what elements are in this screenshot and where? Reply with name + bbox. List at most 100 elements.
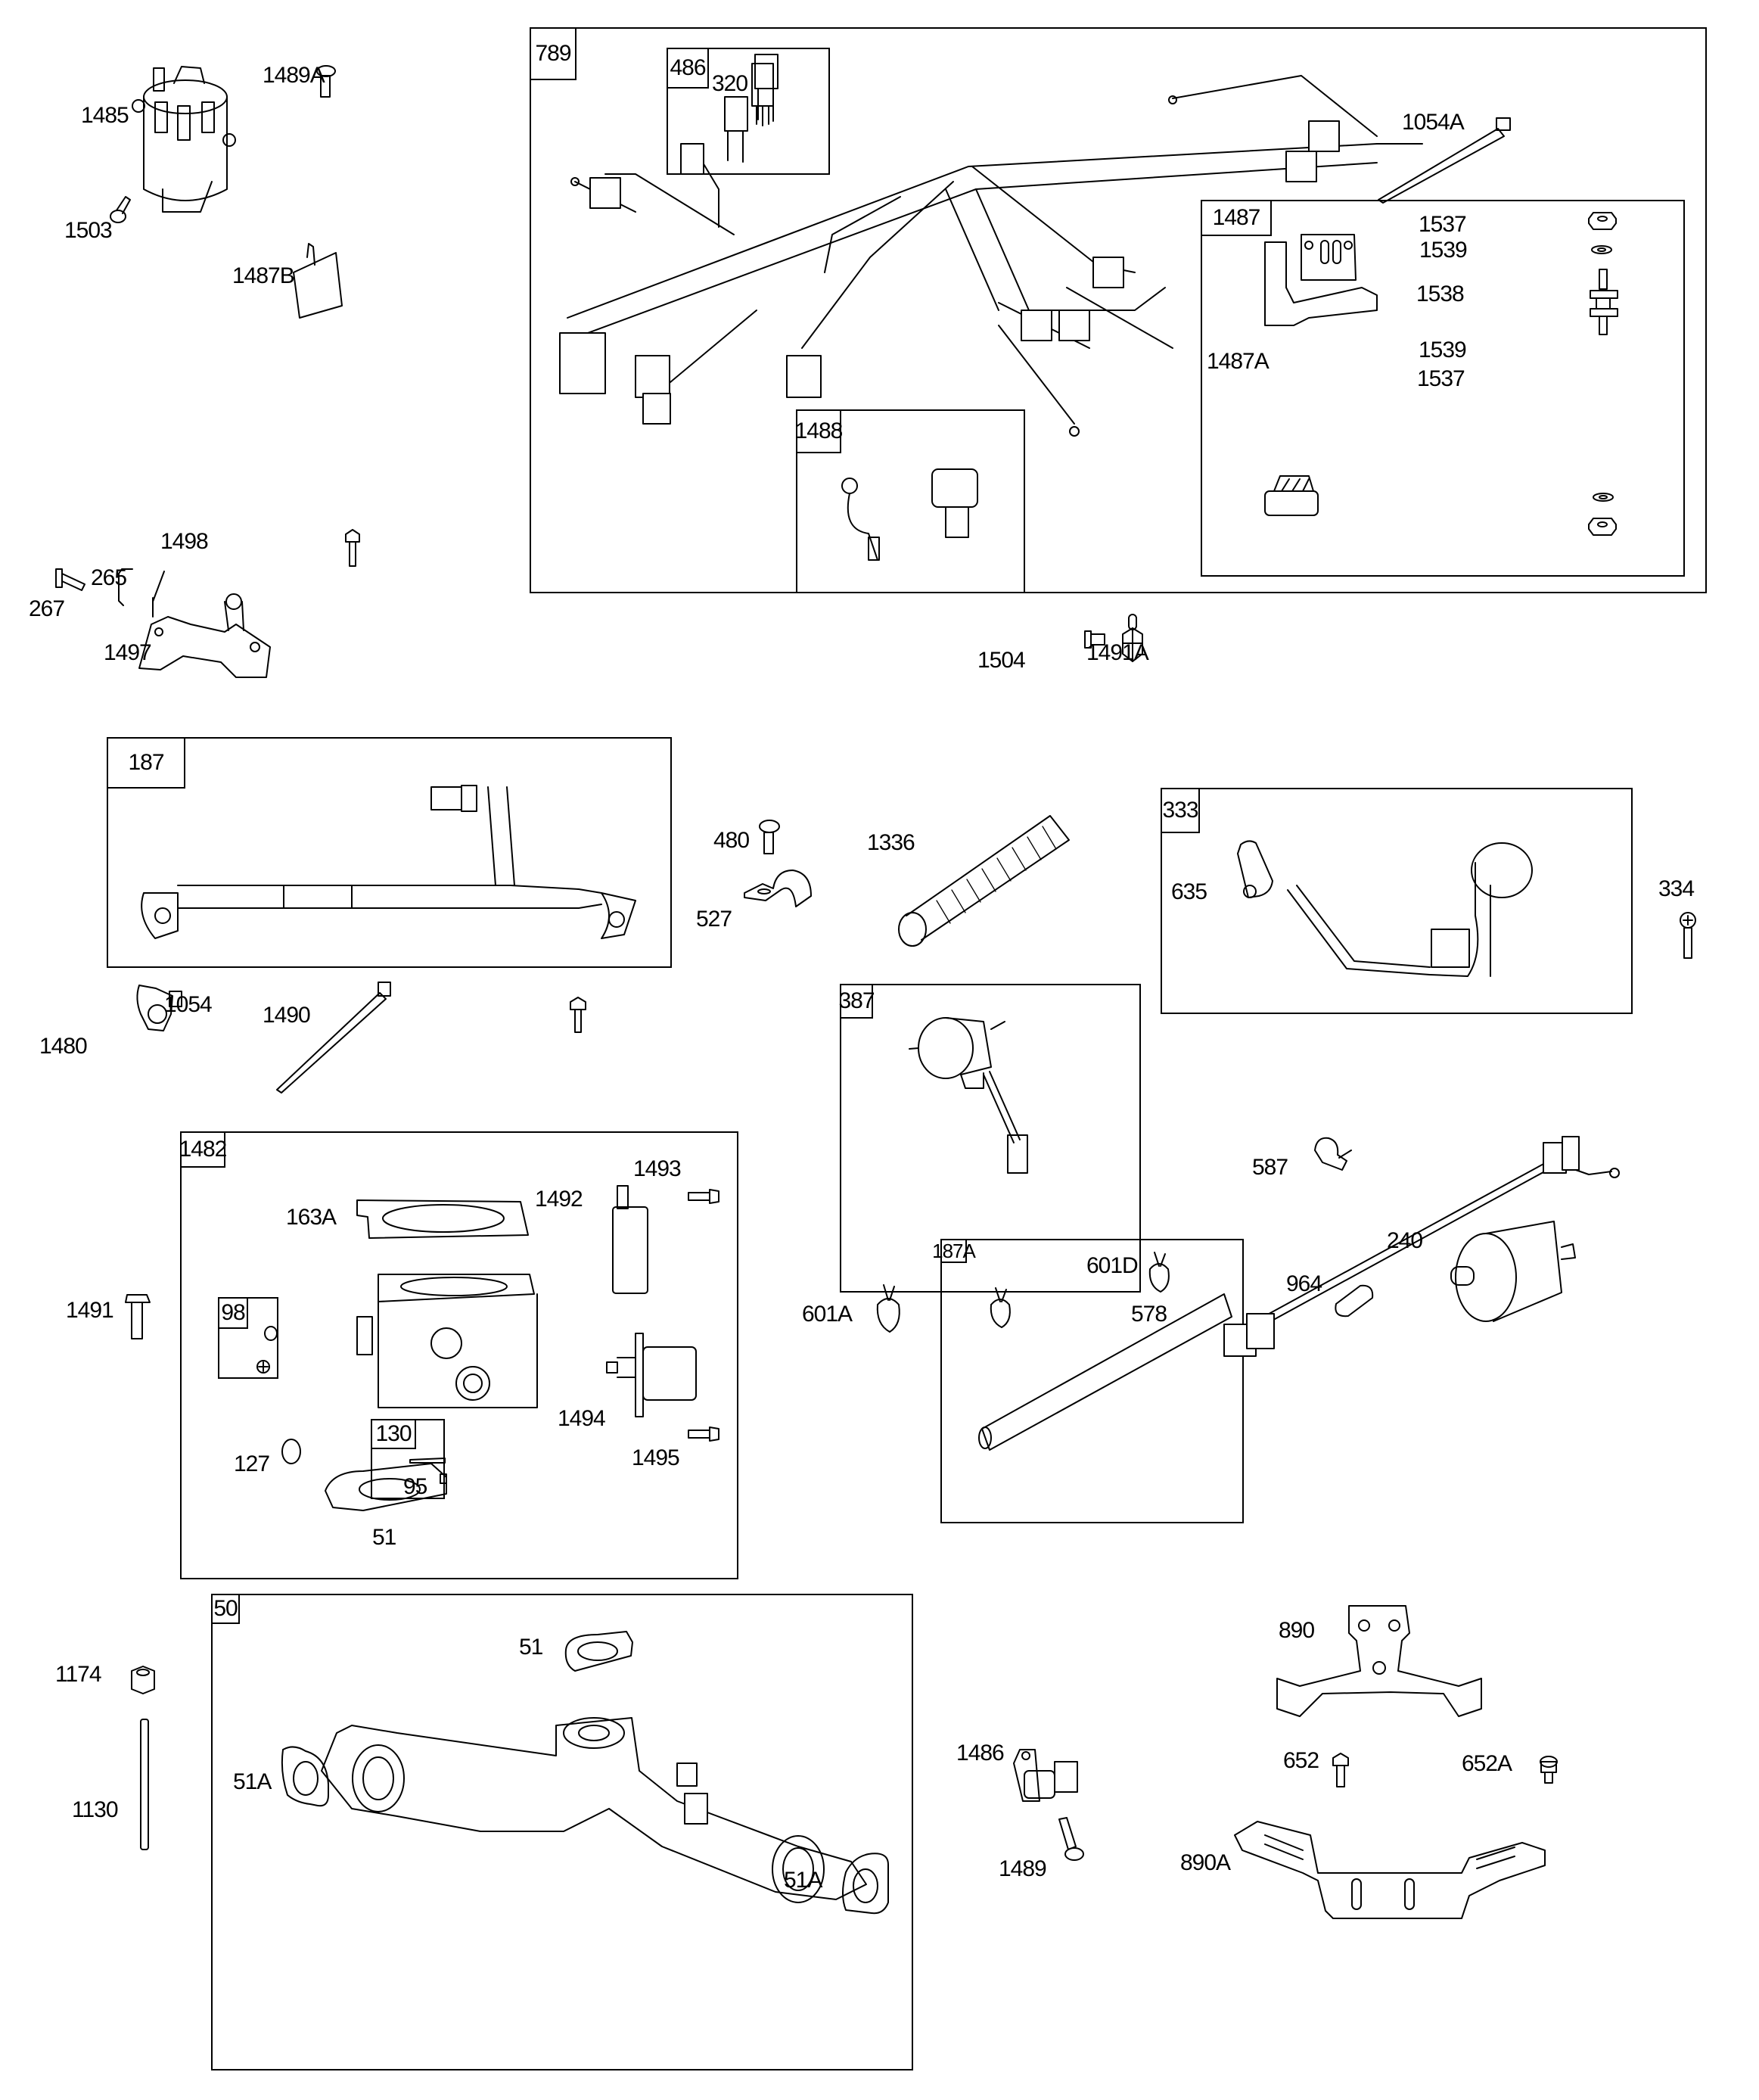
group-1482-tag: 1482 bbox=[179, 1133, 227, 1168]
callout-240: 240 bbox=[1387, 1228, 1423, 1253]
mount-1487A-icon bbox=[1264, 475, 1319, 516]
callout-51-throttle: 51 bbox=[372, 1525, 396, 1550]
callout-1489: 1489 bbox=[999, 1856, 1047, 1881]
callout-320: 320 bbox=[712, 71, 748, 96]
callout-1487B: 1487B bbox=[232, 263, 295, 288]
callout-127: 127 bbox=[234, 1451, 270, 1476]
nut-1174-icon bbox=[131, 1666, 155, 1694]
bolt-1489A-icon bbox=[316, 65, 336, 98]
callout-652A: 652A bbox=[1462, 1751, 1512, 1776]
group-789-box: 789 bbox=[530, 27, 1707, 593]
callout-1539-top: 1539 bbox=[1419, 238, 1468, 263]
callout-1491A: 1491A bbox=[1086, 640, 1149, 665]
throttle-body-1482-icon bbox=[356, 1274, 538, 1408]
callout-601D: 601D bbox=[1086, 1253, 1139, 1278]
callout-1537-top: 1537 bbox=[1419, 212, 1467, 237]
pin-267-icon bbox=[55, 568, 85, 591]
wiring-harness-789-icon bbox=[559, 75, 1423, 437]
callout-964: 964 bbox=[1286, 1271, 1322, 1296]
callout-635: 635 bbox=[1171, 879, 1207, 904]
bolt-480-icon bbox=[759, 820, 780, 854]
connector-1488-icon bbox=[931, 468, 978, 538]
callout-1486: 1486 bbox=[956, 1741, 1005, 1766]
callout-1130: 1130 bbox=[72, 1797, 119, 1822]
clamp-601D-icon bbox=[990, 1287, 1011, 1328]
callout-163A: 163A bbox=[286, 1205, 337, 1230]
callout-1537-bottom: 1537 bbox=[1417, 366, 1465, 391]
callout-1492: 1492 bbox=[535, 1187, 583, 1212]
callout-1480: 1480 bbox=[39, 1034, 88, 1059]
group-333-tag: 333 bbox=[1162, 789, 1200, 833]
callout-1174: 1174 bbox=[55, 1662, 102, 1687]
group-1488-tag: 1488 bbox=[795, 411, 843, 453]
fuel-filter-240-icon bbox=[1450, 1221, 1576, 1322]
group-98-box: 98 bbox=[218, 1297, 278, 1379]
bracket-890-icon bbox=[1276, 1605, 1482, 1717]
group-187A-tag: 187A bbox=[932, 1240, 976, 1263]
fitting-1491A-icon bbox=[1122, 614, 1143, 662]
group-486-tag: 486 bbox=[668, 49, 709, 89]
washer-1539-icon bbox=[1593, 493, 1614, 502]
sleeve-635-icon bbox=[1237, 840, 1273, 898]
iac-valve-1494-icon bbox=[606, 1333, 697, 1417]
group-50-tag: 50 bbox=[213, 1595, 240, 1624]
map-sensor-1486-icon bbox=[1013, 1749, 1078, 1802]
nut-1537-icon bbox=[1588, 212, 1617, 230]
callout-890: 890 bbox=[1279, 1618, 1315, 1643]
callout-1497: 1497 bbox=[104, 640, 152, 665]
callout-1503: 1503 bbox=[64, 218, 113, 243]
group-387-tag: 387 bbox=[838, 985, 875, 1019]
callout-1487A: 1487A bbox=[1207, 349, 1270, 374]
callout-51-manifold: 51 bbox=[519, 1635, 543, 1660]
hose-187A-icon bbox=[978, 1293, 1232, 1451]
group-187-tag: 187 bbox=[108, 739, 185, 789]
cable-tie-1054A-icon bbox=[1378, 117, 1511, 204]
callout-1498: 1498 bbox=[160, 529, 209, 554]
group-486-box: 486 bbox=[667, 48, 830, 175]
bolt-1490-icon bbox=[570, 997, 586, 1033]
group-387-box: 387 bbox=[838, 984, 1141, 1293]
clamp-601D-icon bbox=[1148, 1252, 1170, 1293]
gasket-51A-icon bbox=[842, 1853, 889, 1915]
group-130-tag: 130 bbox=[372, 1420, 416, 1449]
callout-587: 587 bbox=[1252, 1155, 1288, 1180]
bracket-890A-icon bbox=[1234, 1821, 1546, 1919]
callout-51A-left: 51A bbox=[233, 1769, 272, 1794]
gasket-51A-icon bbox=[281, 1746, 329, 1807]
callout-1336: 1336 bbox=[867, 830, 915, 855]
callout-1485: 1485 bbox=[81, 103, 129, 128]
callout-1491: 1491 bbox=[66, 1298, 114, 1323]
group-187A-box: 187A bbox=[932, 1239, 1244, 1523]
group-1487-tag: 1487 bbox=[1202, 201, 1272, 236]
stud-1538-icon bbox=[1590, 269, 1618, 335]
plug-127-icon bbox=[281, 1439, 301, 1464]
tps-1492-icon bbox=[612, 1185, 648, 1294]
callout-652: 652 bbox=[1283, 1748, 1319, 1773]
rod-1130-icon bbox=[140, 1719, 149, 1850]
clip-265-icon bbox=[118, 568, 133, 606]
callout-1493: 1493 bbox=[633, 1156, 682, 1181]
clamp-601A-icon bbox=[876, 1284, 900, 1333]
injector-1480-icon bbox=[136, 985, 182, 1031]
callout-1494: 1494 bbox=[558, 1406, 606, 1431]
washer-1539-icon bbox=[1591, 245, 1612, 254]
callout-527: 527 bbox=[696, 907, 732, 932]
callout-1054A: 1054A bbox=[1402, 110, 1465, 135]
nut-1537-icon bbox=[1588, 518, 1617, 536]
callout-51A-right: 51A bbox=[784, 1868, 822, 1893]
bolt-1489-icon bbox=[1058, 1817, 1084, 1861]
bracket-1497-icon bbox=[138, 571, 271, 678]
callout-334: 334 bbox=[1658, 876, 1695, 901]
screw-1503-icon bbox=[110, 196, 131, 223]
callout-1490: 1490 bbox=[263, 1003, 311, 1028]
callout-267: 267 bbox=[29, 596, 65, 621]
group-187-box: 187 bbox=[107, 737, 672, 968]
callout-1489A: 1489A bbox=[263, 63, 325, 88]
clip-587-icon bbox=[1314, 1137, 1352, 1171]
group-1482-box: 1482 bbox=[179, 1131, 738, 1579]
group-1487-box: 1487 bbox=[1201, 200, 1685, 577]
screw-1495-icon bbox=[688, 1426, 719, 1442]
group-50-box: 50 bbox=[211, 1594, 913, 2070]
callout-265: 265 bbox=[91, 565, 127, 590]
relay-320-icon bbox=[751, 63, 774, 126]
